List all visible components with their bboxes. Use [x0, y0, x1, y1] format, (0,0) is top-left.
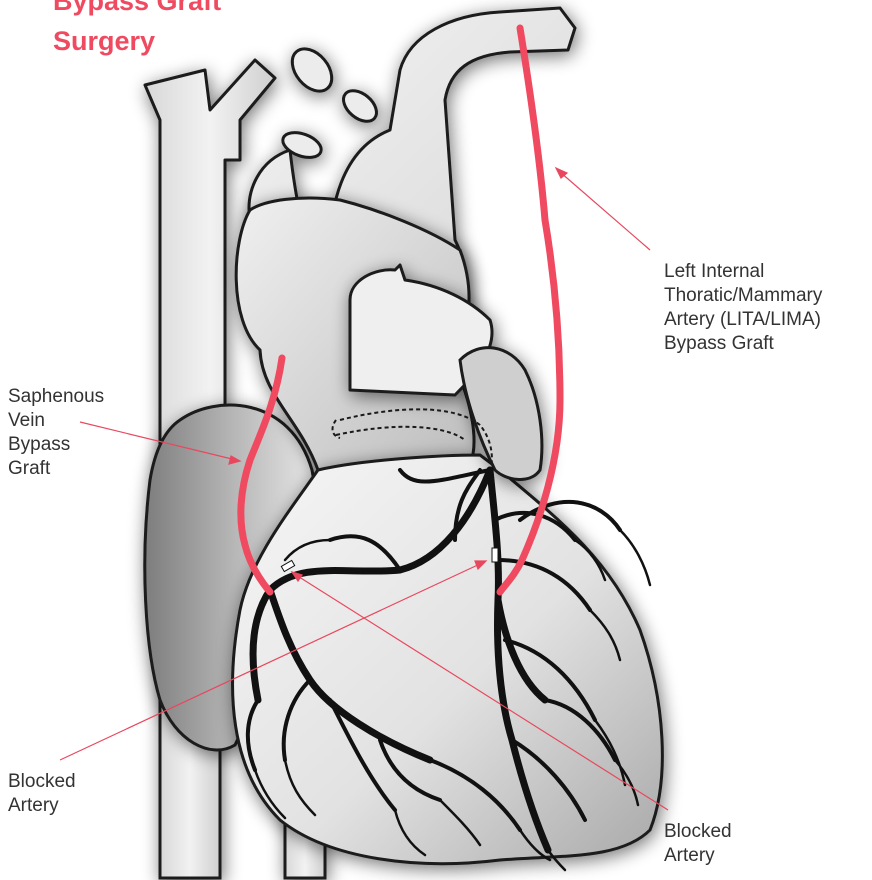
label-line: Blocked [664, 820, 732, 844]
label-line: Left Internal [664, 260, 822, 284]
label-saphenous-vein-bypass-graft: Saphenous Vein Bypass Graft [8, 385, 104, 481]
label-line: Saphenous [8, 385, 104, 409]
label-line: Thoratic/Mammary [664, 284, 822, 308]
label-line: Graft [8, 457, 104, 481]
label-line: Vein [8, 409, 104, 433]
label-line: Bypass Graft [664, 332, 822, 356]
title-line-1: Bypass Graft [53, 0, 221, 17]
label-line: Bypass [8, 433, 104, 457]
label-line: Artery (LITA/LIMA) [664, 308, 822, 332]
label-blocked-artery-right: Blocked Artery [664, 820, 732, 868]
label-line: Artery [664, 844, 732, 868]
label-lita-bypass-graft: Left Internal Thoratic/Mammary Artery (L… [664, 260, 822, 356]
label-line: Blocked [8, 770, 76, 794]
label-blocked-artery-left: Blocked Artery [8, 770, 76, 818]
label-line: Artery [8, 794, 76, 818]
title-line-2: Surgery [53, 25, 155, 57]
